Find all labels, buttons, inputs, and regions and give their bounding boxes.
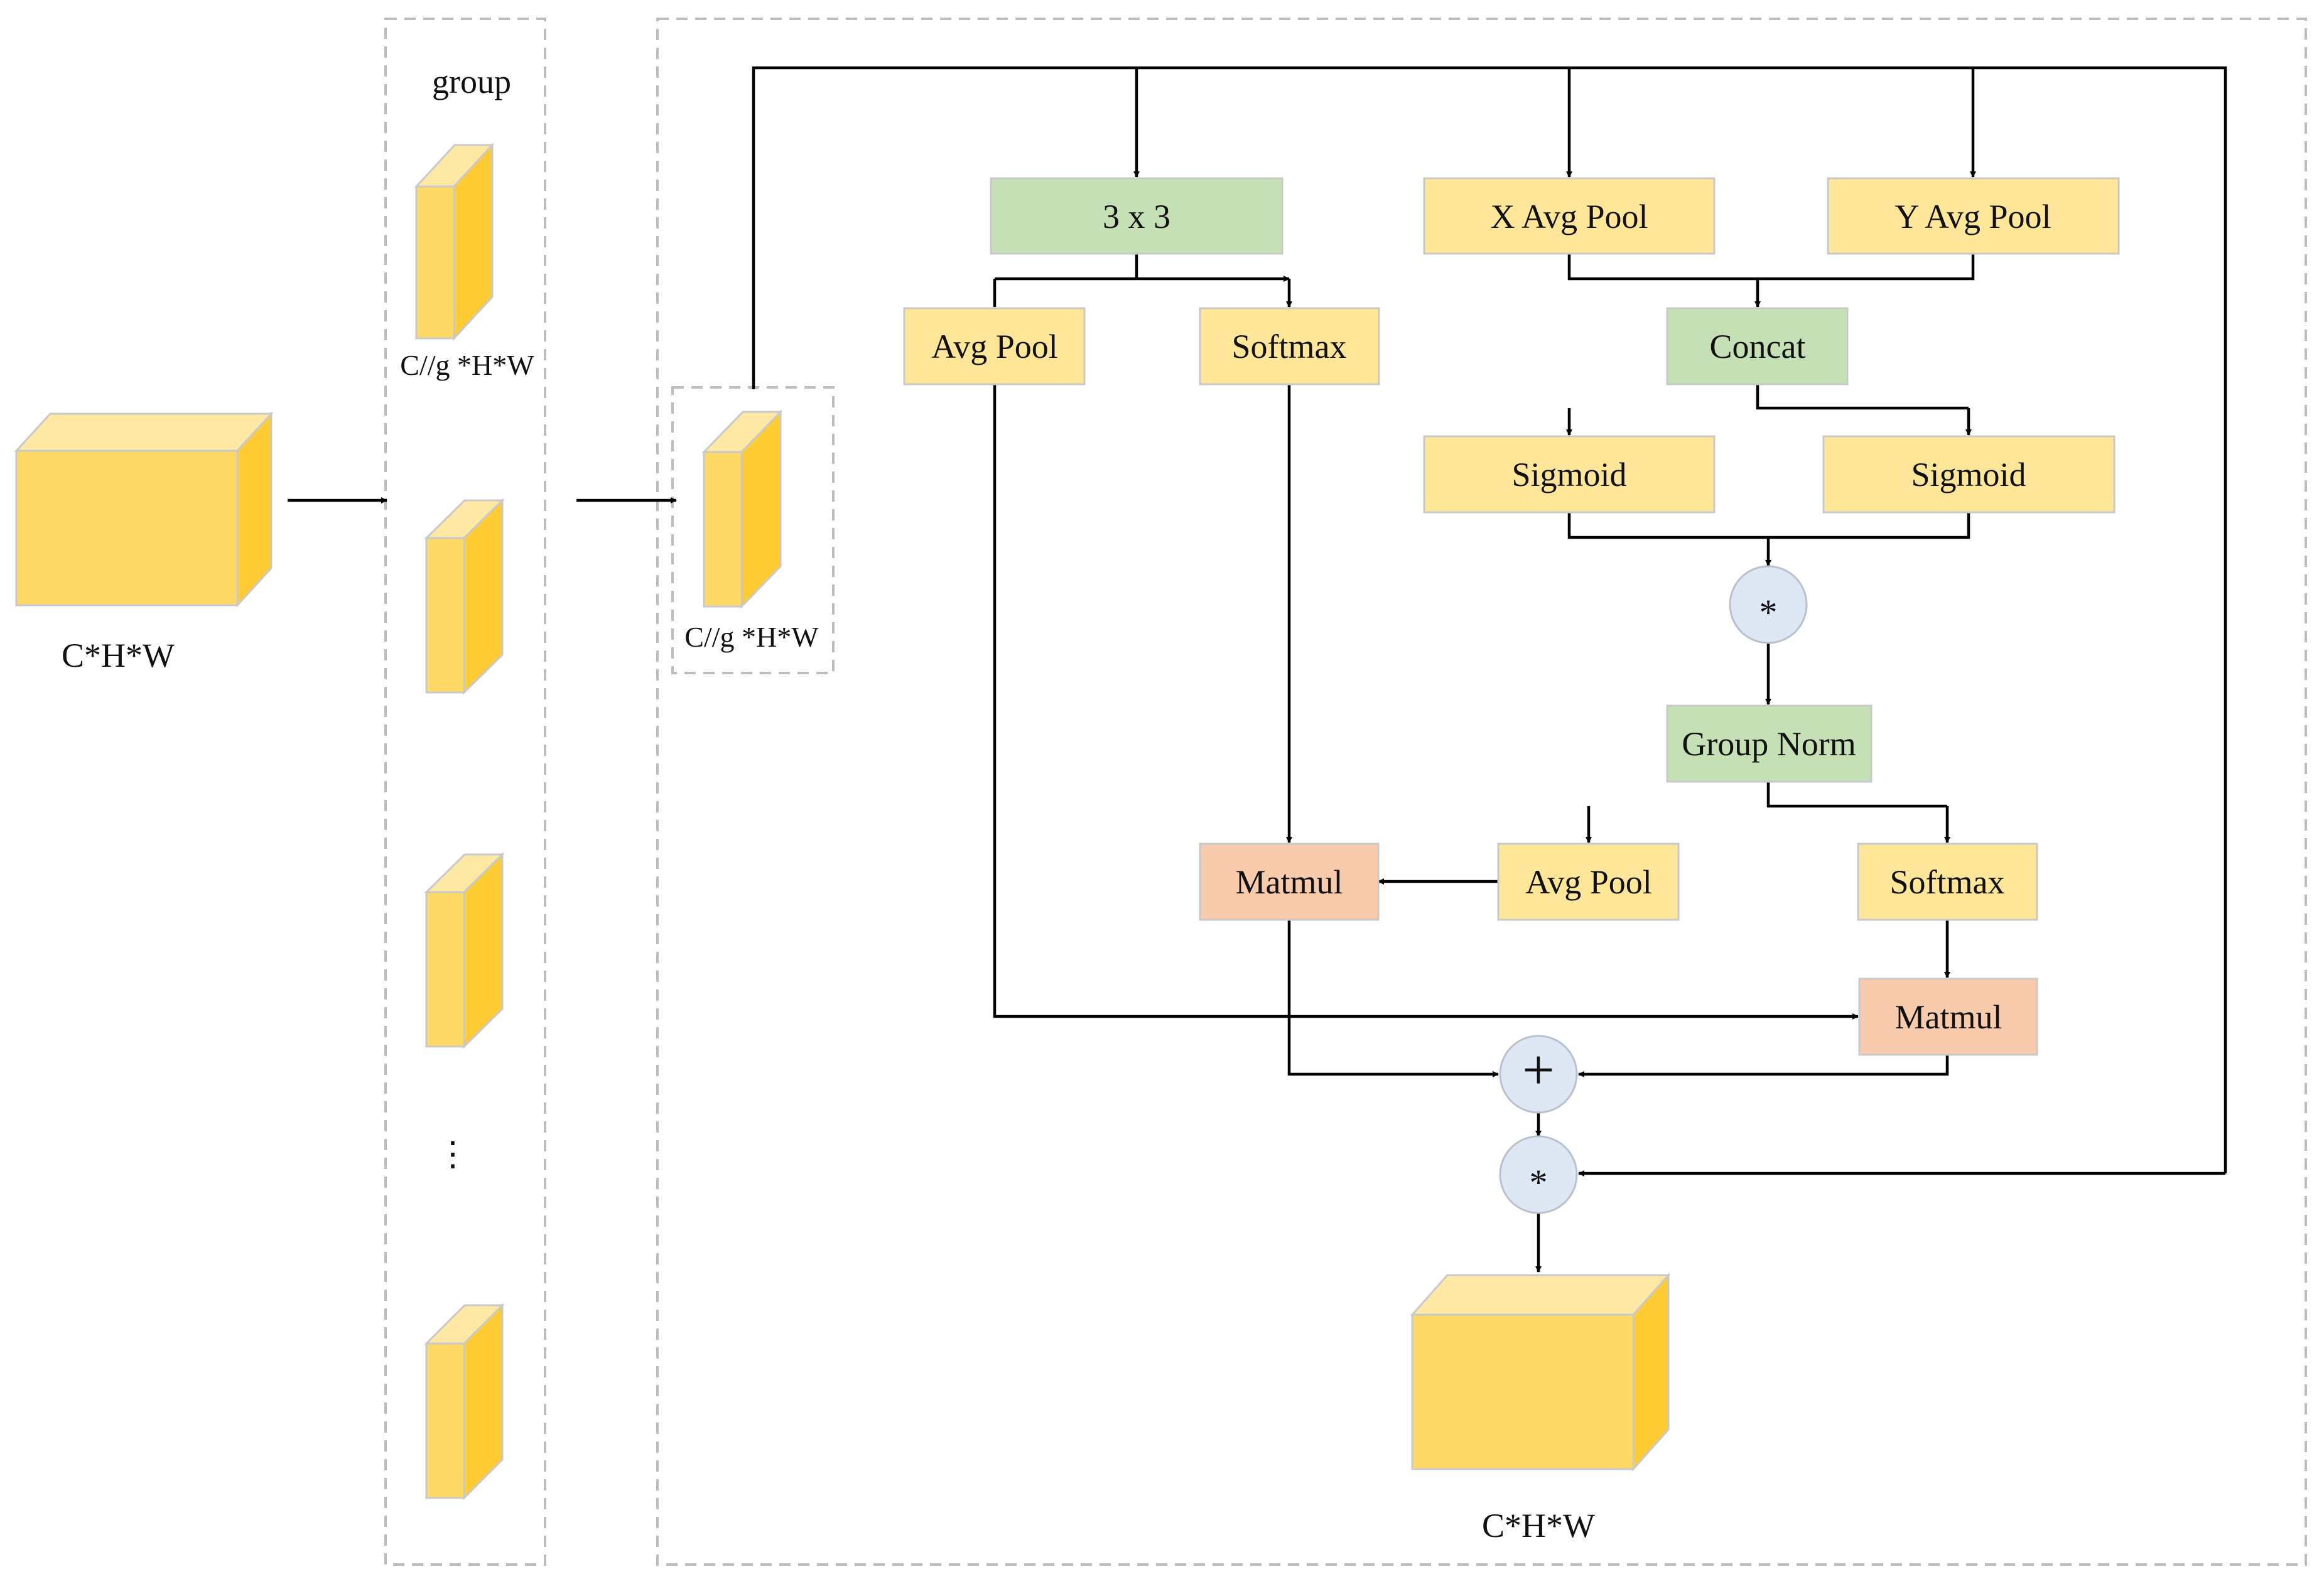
input-shape-label: C*H*W (62, 637, 175, 674)
group-slice-label: C//g *H*W (400, 349, 534, 381)
group-slice-1 (414, 143, 495, 341)
sigmoid-merge (1567, 512, 1970, 539)
output-cube (1410, 1273, 1671, 1472)
multiply-node-1: * (1729, 565, 1808, 644)
conv-3x3-label: 3 x 3 (1103, 198, 1170, 235)
y-avg-pool-label: Y Avg Pool (1894, 198, 2051, 235)
multiply-symbol-2: * (1530, 1162, 1548, 1203)
group-norm-split (1766, 782, 1947, 808)
group-slice-3 (424, 852, 505, 1049)
connections (288, 66, 2227, 1273)
group-title: group (432, 63, 511, 100)
arrow-matmul-1-to-add (1287, 920, 1499, 1077)
softmax-box-2: Softmax (1857, 843, 2038, 921)
avg-pool-box-2: Avg Pool (1497, 843, 1680, 921)
sigmoid-label-1: Sigmoid (1511, 456, 1626, 493)
matmul-box-2: Matmul (1858, 978, 2038, 1056)
concat-split (1756, 384, 1969, 410)
concat-label: Concat (1710, 328, 1806, 365)
add-node: + (1499, 1035, 1578, 1114)
group-norm-box: Group Norm (1666, 704, 1873, 783)
module-frame (656, 18, 2307, 1566)
sigmoid-box-2: Sigmoid (1822, 435, 2116, 514)
sub-feature-label: C//g *H*W (684, 621, 819, 653)
avg-pool-label-2: Avg Pool (1525, 863, 1652, 901)
y-avg-pool-box: Y Avg Pool (1827, 177, 2120, 255)
group-slice-4 (424, 1303, 505, 1500)
softmax-box-1: Softmax (1199, 307, 1380, 385)
x-avg-pool-box: X Avg Pool (1423, 177, 1716, 255)
top-bus (752, 66, 2227, 1173)
group-slice-2 (424, 498, 505, 695)
arrow-conv-to-avg-pool (993, 279, 1289, 307)
softmax-label-1: Softmax (1232, 328, 1347, 365)
input-cube (14, 411, 274, 608)
softmax-label-2: Softmax (1890, 863, 2005, 901)
matmul-box-1: Matmul (1199, 843, 1380, 921)
matmul-label-1: Matmul (1236, 863, 1343, 901)
sigmoid-box-1: Sigmoid (1423, 435, 1716, 514)
conv-3x3-box: 3 x 3 (990, 177, 1284, 255)
avg-pool-box-1: Avg Pool (903, 307, 1086, 385)
group-norm-label: Group Norm (1682, 725, 1856, 763)
group-frame (384, 18, 546, 1566)
avg-pool-label-1: Avg Pool (931, 328, 1058, 365)
sub-feature-cube (701, 409, 783, 609)
x-avg-pool-label: X Avg Pool (1490, 198, 1648, 235)
concat-box: Concat (1666, 307, 1849, 385)
matmul-label-2: Matmul (1895, 998, 2002, 1036)
output-shape-label: C*H*W (1482, 1507, 1595, 1544)
multiply-node-2: * (1499, 1135, 1578, 1214)
group-ellipsis: ⋮ (436, 1135, 470, 1173)
multiply-symbol-1: * (1759, 592, 1778, 633)
arrow-avg-pool-1-to-matmul-2 (993, 384, 1859, 1020)
add-symbol: + (1522, 1038, 1555, 1102)
sigmoid-label-2: Sigmoid (1911, 456, 2026, 493)
arrow-matmul-2-to-add (1578, 1055, 1949, 1077)
pool-merge (1567, 254, 1975, 281)
